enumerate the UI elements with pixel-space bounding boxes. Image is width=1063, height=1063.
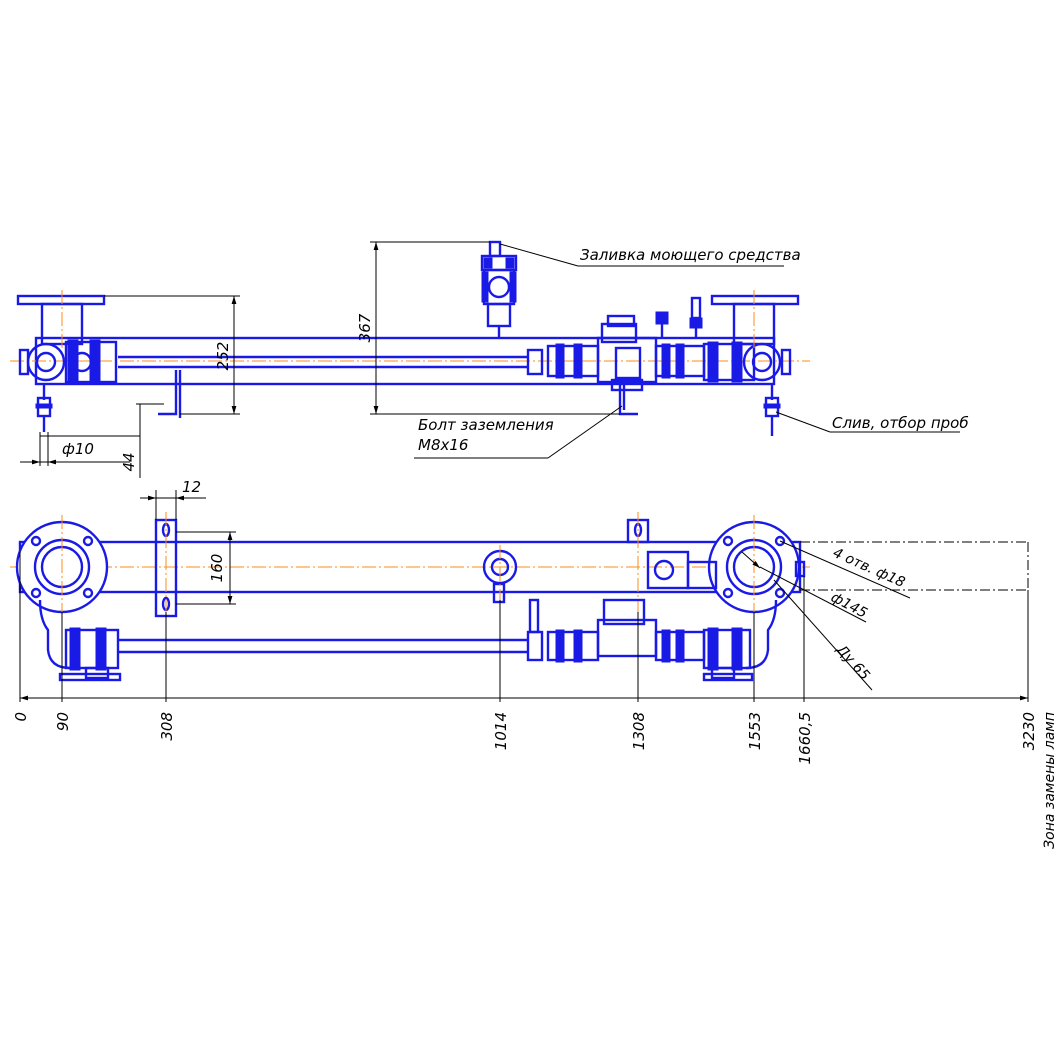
plan-view: 12 160 4 отв. ф18 ф145 Ду 65 0 90 308 10… <box>10 478 1058 849</box>
cleaning-fill-valve <box>480 240 518 338</box>
label-cleaning-fill: Заливка моющего средства <box>580 246 801 264</box>
baseline-mark-1308: 1308 <box>630 712 648 750</box>
dim-12: 12 <box>182 478 201 496</box>
label-ground-bolt: Болт заземления <box>418 416 554 434</box>
ground-bolt <box>618 384 638 416</box>
plan-left-flange <box>15 515 109 620</box>
dim-dn65: Ду 65 <box>832 641 872 683</box>
right-outlet-flange <box>710 290 800 350</box>
baseline-mark-0: 0 <box>12 712 30 722</box>
plan-right-flange <box>707 515 806 620</box>
side-view-support <box>158 370 182 418</box>
baseline-mark-308: 308 <box>158 712 176 741</box>
right-drain-valve <box>763 384 781 436</box>
side-view-dimensions <box>20 241 960 478</box>
dim-height-252: 252 <box>214 342 232 371</box>
baseline-mark-1553: 1553 <box>746 712 764 750</box>
baseline-mark-1660-5: 1660,5 <box>796 712 814 765</box>
right-fittings <box>526 296 792 392</box>
label-drain: Слив, отбор проб <box>832 414 969 432</box>
label-ground-bolt-size: М8х16 <box>418 436 468 454</box>
left-inlet-flange <box>16 290 118 385</box>
side-view: Заливка моющего средства Болт заземления… <box>10 240 969 478</box>
dim-dia-10: ф10 <box>62 440 94 458</box>
dim-height-367: 367 <box>356 313 374 342</box>
dim-dia-145: ф145 <box>828 589 870 621</box>
dim-160: 160 <box>208 554 226 583</box>
dim-44: 44 <box>120 452 138 471</box>
lamp-zone-label: Зона замены ламп <box>1042 712 1058 849</box>
plan-view-dimensions <box>19 490 1029 702</box>
left-drain-valve <box>35 384 53 432</box>
baseline-mark-1014: 1014 <box>492 712 510 750</box>
plan-bypass-pipe <box>38 598 778 682</box>
baseline-mark-90: 90 <box>54 712 72 731</box>
baseline-mark-3230: 3230 <box>1020 712 1038 750</box>
